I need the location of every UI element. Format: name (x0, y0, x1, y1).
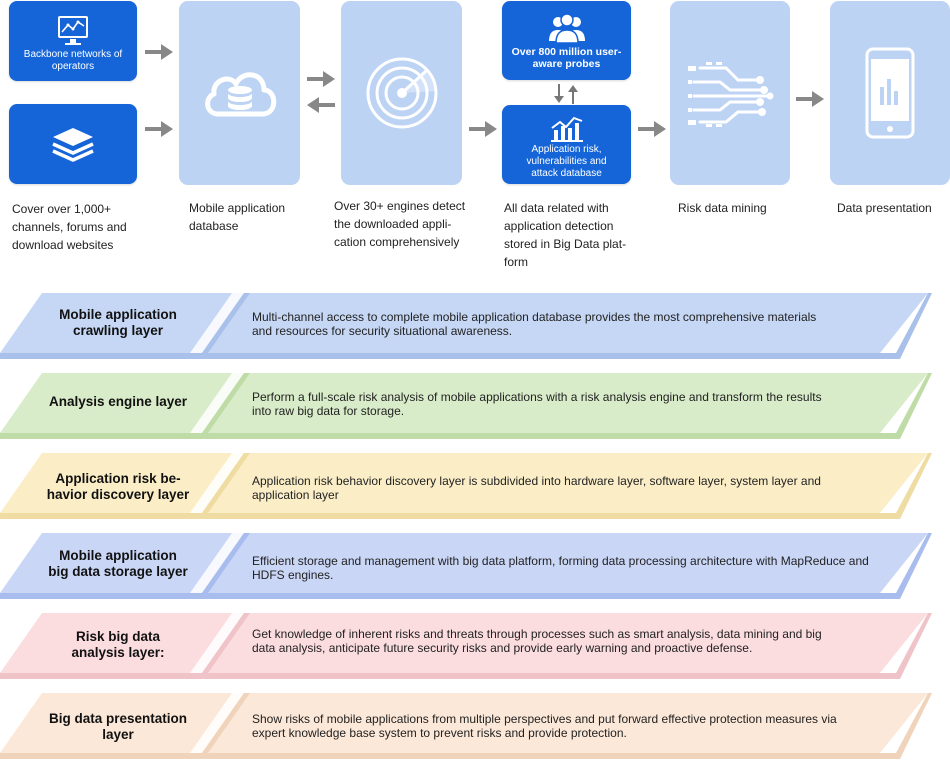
arrow-right-icon (145, 121, 173, 137)
detection-engines-box (341, 1, 462, 185)
layer-title: Big data presentation layer (48, 711, 188, 742)
arrow-down-icon (554, 84, 564, 103)
layer-band (0, 453, 950, 519)
data-presentation-box (830, 1, 950, 185)
arrow-right-icon (638, 121, 666, 137)
layer-band-shape (0, 453, 932, 519)
layer-description: Application risk behavior discovery laye… (252, 474, 821, 502)
layer-title: Mobile application big data storage laye… (48, 548, 188, 579)
caption-mobile-database: Mobile application database (189, 201, 286, 233)
arrow-right-icon (469, 121, 497, 137)
layer-title: Risk big data analysis layer: (71, 629, 165, 660)
layer-band (0, 373, 950, 439)
user-probes-label: Over 800 million user-aware probes (511, 46, 622, 70)
layer-band (0, 613, 950, 679)
layer-band (0, 293, 950, 359)
backbone-networks-label: Backbone networks of operators (23, 49, 123, 72)
layer-title: Application risk be- havior discovery la… (46, 471, 190, 502)
user-probes-box: Over 800 million user-aware probes (502, 1, 631, 80)
layer-band-shape (0, 533, 932, 599)
circuit-icon (688, 62, 774, 127)
layer-title: Analysis engine layer (48, 394, 188, 409)
layers-box (9, 104, 137, 184)
mobile-app-database-box (179, 1, 300, 185)
caption-channels: Cover over 1,000+ channels, forums and d… (12, 202, 127, 252)
layer-description: Get knowledge of inherent risks and thre… (252, 627, 822, 655)
risk-database-label: Application risk, vulnerabilities and at… (526, 143, 607, 179)
layers-icon (52, 128, 94, 162)
phone-chart-icon (865, 47, 915, 139)
arrow-up-icon (568, 85, 578, 104)
risk-database-box: Application risk, vulnerabilities and at… (502, 105, 631, 184)
arrow-left-icon (307, 97, 335, 113)
cloud-database-icon (204, 72, 276, 117)
layer-description: Perform a full-scale risk analysis of mo… (252, 390, 822, 418)
chart-icon (550, 116, 583, 142)
risk-data-mining-box (670, 1, 790, 185)
users-icon (548, 13, 585, 43)
radar-icon (366, 57, 437, 129)
layer-band-shape (0, 373, 932, 439)
layer-title: Mobile application crawling layer (59, 307, 177, 338)
caption-engines: Over 30+ engines detect the downloaded a… (334, 199, 466, 249)
layer-description: Multi-channel access to complete mobile … (252, 310, 817, 338)
backbone-networks-box: Backbone networks of operators (9, 1, 137, 81)
layer-description: Show risks of mobile applications from m… (252, 712, 837, 740)
layer-band-shape (0, 613, 932, 679)
arrow-right-icon (796, 91, 824, 107)
monitor-icon (58, 16, 88, 45)
layer-band (0, 693, 950, 759)
caption-data-presentation: Data presentation (837, 201, 932, 215)
layer-description: Efficient storage and management with bi… (252, 554, 869, 582)
layer-band-shape (0, 293, 932, 359)
layer-band-shape (0, 693, 932, 759)
caption-risk-mining: Risk data mining (678, 201, 767, 215)
caption-big-data: All data related with application detect… (504, 201, 627, 269)
arrow-right-icon (145, 44, 173, 60)
layer-band (0, 533, 950, 599)
arrow-right-icon (307, 71, 335, 87)
